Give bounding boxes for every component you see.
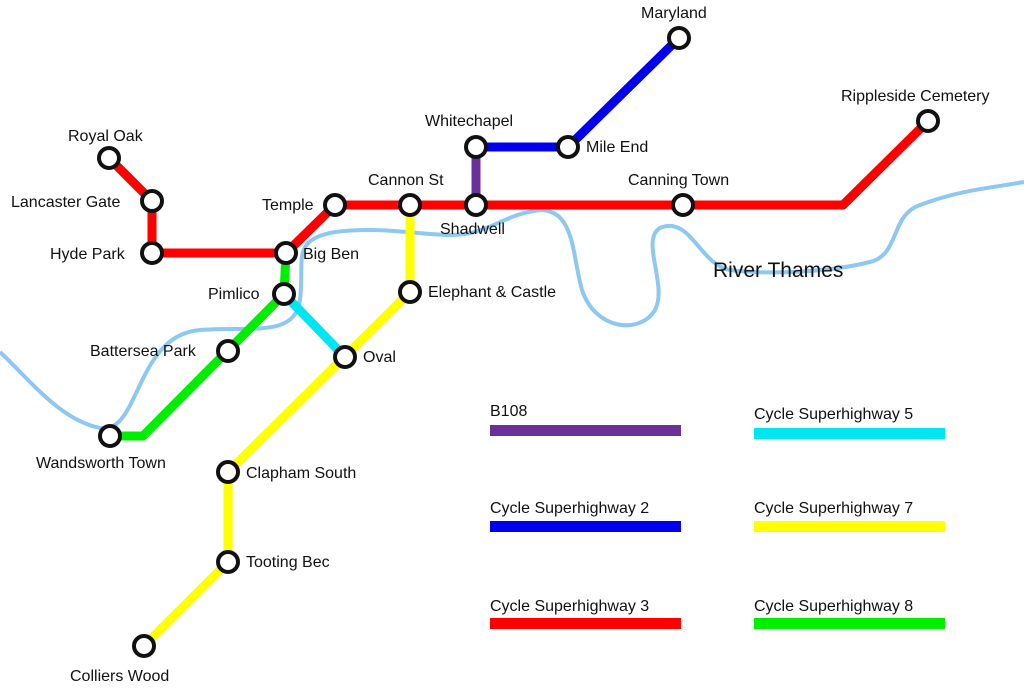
legend-swatch (754, 618, 945, 629)
station-label: Colliers Wood (70, 668, 169, 685)
station-big-ben[interactable]: Big Ben (274, 241, 359, 265)
station-clapham-south[interactable]: Clapham South (216, 460, 356, 484)
route-line-cs2 (476, 34, 683, 152)
station-label: Cannon St (368, 172, 444, 189)
legend-swatch (490, 425, 681, 436)
station-marker (398, 280, 422, 304)
station-marker (272, 282, 296, 306)
legend-swatch (490, 521, 681, 532)
station-marker (98, 424, 122, 448)
station-label: Elephant & Castle (428, 284, 556, 301)
station-hyde-park[interactable]: Hyde Park (50, 241, 164, 265)
river-thames (0, 180, 1024, 431)
legend-swatch (754, 428, 945, 439)
legend-label: Cycle Superhighway 5 (754, 406, 913, 423)
station-marker (671, 193, 695, 217)
station-label: Wandsworth Town (36, 455, 166, 472)
station-temple[interactable]: Temple (262, 193, 347, 217)
station-marker (333, 345, 357, 369)
legend-item-cs8: Cycle Superhighway 8 (754, 598, 945, 629)
station-label: Maryland (641, 5, 707, 22)
station-canning-town[interactable]: Canning Town (628, 172, 729, 217)
legend-label: Cycle Superhighway 3 (490, 598, 649, 615)
legend-swatch (754, 521, 945, 532)
station-marker (97, 146, 121, 170)
station-label: Lancaster Gate (11, 194, 121, 211)
legend: B108 Cycle Superhighway 2 Cycle Superhig… (490, 403, 945, 629)
station-marker (274, 241, 298, 265)
station-label: Hyde Park (50, 246, 126, 263)
route-line-cs8 (110, 252, 291, 441)
station-marker (464, 135, 488, 159)
station-label: Royal Oak (68, 128, 144, 145)
station-wandsworth-town[interactable]: Wandsworth Town (36, 424, 166, 472)
station-label: Rippleside Cemetery (841, 88, 990, 105)
station-label: Shadwell (440, 221, 505, 238)
station-marker (464, 193, 488, 217)
station-label: Canning Town (628, 172, 729, 189)
station-label: Big Ben (303, 246, 359, 263)
station-royal-oak[interactable]: Royal Oak (68, 128, 144, 170)
legend-item-b108: B108 (490, 403, 681, 436)
station-marker (216, 339, 240, 363)
station-label: Pimlico (208, 286, 260, 303)
station-lancaster-gate[interactable]: Lancaster Gate (11, 189, 164, 213)
station-tooting-bec[interactable]: Tooting Bec (216, 550, 330, 574)
station-label: Whitechapel (425, 113, 513, 130)
station-marker (216, 550, 240, 574)
station-elephant-castle[interactable]: Elephant & Castle (398, 280, 556, 304)
legend-label: Cycle Superhighway 7 (754, 500, 913, 517)
station-marker (140, 189, 164, 213)
station-cannon-st[interactable]: Cannon St (368, 172, 444, 217)
station-marker (323, 193, 347, 217)
station-oval[interactable]: Oval (333, 345, 396, 369)
station-whitechapel[interactable]: Whitechapel (425, 113, 513, 159)
station-mile-end[interactable]: Mile End (556, 135, 648, 159)
legend-label: B108 (490, 403, 527, 420)
station-marker (132, 634, 156, 658)
legend-label: Cycle Superhighway 8 (754, 598, 913, 615)
legend-label: Cycle Superhighway 2 (490, 500, 649, 517)
river-label: River Thames (713, 259, 843, 282)
station-pimlico[interactable]: Pimlico (208, 282, 296, 306)
station-label: Tooting Bec (246, 554, 330, 571)
legend-item-cs7: Cycle Superhighway 7 (754, 500, 945, 532)
station-label: Temple (262, 197, 314, 214)
station-marker (556, 135, 580, 159)
station-maryland[interactable]: Maryland (641, 5, 707, 50)
route-line-cs5 (280, 290, 349, 361)
station-label: Battersea Park (90, 343, 197, 360)
station-marker (667, 26, 691, 50)
station-label: Oval (363, 349, 396, 366)
station-label: Clapham South (246, 465, 356, 482)
station-colliers-wood[interactable]: Colliers Wood (70, 634, 169, 685)
station-battersea-park[interactable]: Battersea Park (90, 339, 240, 363)
legend-item-cs3: Cycle Superhighway 3 (490, 598, 681, 629)
route-line-cs7 (140, 205, 415, 650)
legend-item-cs5: Cycle Superhighway 5 (754, 406, 945, 439)
station-rippleside-cemetery[interactable]: Rippleside Cemetery (841, 88, 990, 133)
station-marker (916, 109, 940, 133)
station-marker (398, 193, 422, 217)
station-shadwell[interactable]: Shadwell (440, 193, 505, 238)
station-label: Mile End (586, 139, 648, 156)
legend-swatch (490, 618, 681, 629)
legend-item-cs2: Cycle Superhighway 2 (490, 500, 681, 532)
station-marker (216, 460, 240, 484)
station-marker (140, 241, 164, 265)
route-line-cs3 (105, 117, 932, 258)
